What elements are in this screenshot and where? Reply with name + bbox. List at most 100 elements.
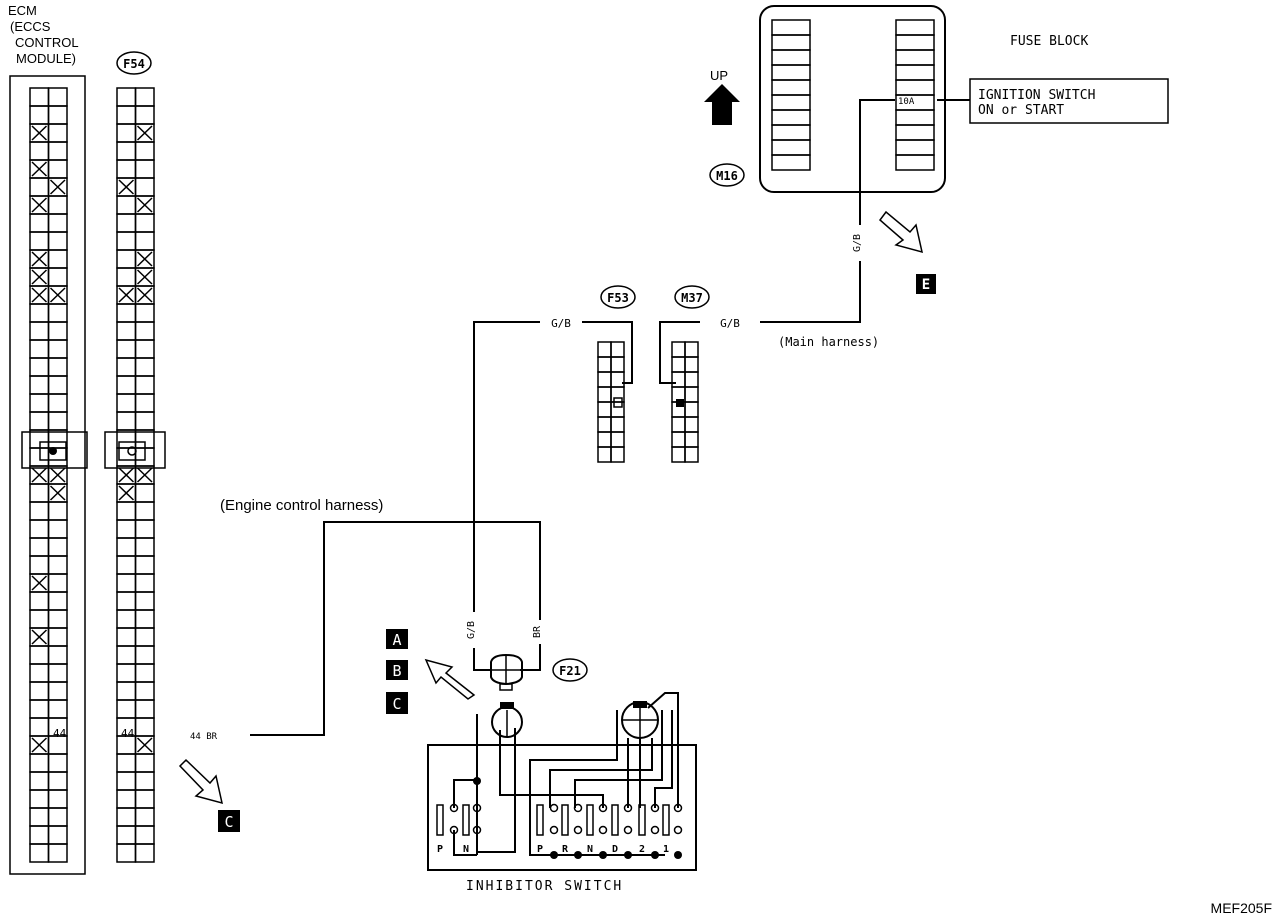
contact-terminal [573, 825, 583, 835]
connector-cell [134, 663, 155, 683]
contact-terminal [650, 825, 660, 835]
connector-cell [116, 141, 137, 161]
contact-terminal [623, 803, 633, 813]
unused-pin-mark [136, 467, 153, 483]
fuse-slot [771, 94, 811, 111]
connector-cell [134, 843, 155, 863]
view-arrow-e-icon [878, 210, 924, 254]
unused-pin-mark [136, 197, 153, 213]
connector-cell [47, 159, 68, 179]
fuse-slot [895, 154, 935, 171]
connector-cell [29, 843, 50, 863]
unused-pin-mark [118, 467, 135, 483]
connector-cell [116, 843, 137, 863]
connector-cell [47, 303, 68, 323]
junction-dot [599, 851, 607, 859]
connector-cell [134, 231, 155, 251]
ecm-label: ECM [8, 3, 37, 18]
connector-cell [597, 446, 612, 463]
connector-cell [29, 213, 50, 233]
contact-terminal [549, 803, 559, 813]
main-harness-label: (Main harness) [778, 335, 879, 349]
unused-pin-mark [31, 629, 48, 645]
fuse-slot [771, 49, 811, 66]
connector-cell [116, 663, 137, 683]
connector-cell [47, 699, 68, 719]
ecm-key-slot [39, 441, 67, 461]
fuse-block-title: FUSE BLOCK [1010, 34, 1088, 49]
connector-cell [47, 609, 68, 629]
connector-cell [134, 177, 155, 197]
connector-cell [47, 843, 68, 863]
connector-cell [684, 446, 699, 463]
connector-cell [671, 341, 686, 358]
connector-cell [116, 213, 137, 233]
ref-e-box [916, 274, 936, 294]
connector-cell [47, 267, 68, 287]
fuse-slot [895, 79, 935, 96]
m37-connector [671, 341, 699, 463]
unused-pin-mark [31, 125, 48, 141]
inhibitor-switch [427, 744, 697, 871]
connector-cell [116, 321, 137, 341]
contact-terminal [598, 825, 608, 835]
connector-cell [116, 555, 137, 575]
connector-cell [47, 537, 68, 557]
gb-wire-label: G/B [720, 317, 740, 330]
br-wire-label: BR [532, 625, 543, 638]
connector-cell [47, 87, 68, 107]
f53-badge [600, 285, 636, 309]
figure-code: MEF205F [1211, 900, 1272, 916]
position-label: P [537, 844, 543, 855]
connector-cell [47, 123, 68, 143]
connector-cell [684, 341, 699, 358]
connector-cell [29, 321, 50, 341]
connector-cell [47, 249, 68, 269]
contact-blade [638, 804, 646, 836]
fuse-slot [895, 64, 935, 81]
connector-cell [134, 681, 155, 701]
connector-cell [134, 501, 155, 521]
position-label: 1 [663, 844, 669, 855]
contact-blade [436, 804, 444, 836]
ecm-terminal-44: 44 [53, 727, 67, 740]
contact-terminal [549, 825, 559, 835]
view-arrow-abc-icon [424, 658, 476, 700]
connector-cell [29, 231, 50, 251]
connector-cell [29, 519, 50, 539]
contact-terminal [472, 825, 482, 835]
connector-cell [29, 105, 50, 125]
ecm-connector [29, 87, 68, 863]
connector-cell [671, 431, 686, 448]
connector-cell [671, 356, 686, 373]
connector-cell [116, 447, 137, 467]
connector-cell [29, 807, 50, 827]
connector-cell [47, 519, 68, 539]
m37-label: M37 [681, 291, 703, 305]
connector-cell [29, 789, 50, 809]
connector-cell [597, 401, 612, 418]
position-label: P [437, 844, 443, 855]
connector-cell [47, 645, 68, 665]
inhibitor-connector-right [529, 692, 679, 856]
fuse-slot [771, 19, 811, 36]
unused-pin-mark [49, 287, 66, 303]
connector-cell [134, 609, 155, 629]
connector-cell [134, 303, 155, 323]
contact-terminal [573, 803, 583, 813]
connector-cell [29, 303, 50, 323]
connector-cell [29, 609, 50, 629]
gb-wire-m37 [659, 321, 700, 384]
unused-pin-mark [118, 179, 135, 195]
contact-blade [586, 804, 594, 836]
connector-cell [47, 807, 68, 827]
connector-cell [116, 591, 137, 611]
fuse-slot [771, 79, 811, 96]
contact-terminal [598, 803, 608, 813]
junction-dot [651, 851, 659, 859]
f54-connector-key [104, 431, 166, 469]
connector-cell [47, 195, 68, 215]
connector-cell [134, 357, 155, 377]
connector-cell [29, 825, 50, 845]
connector-cell [116, 411, 137, 431]
